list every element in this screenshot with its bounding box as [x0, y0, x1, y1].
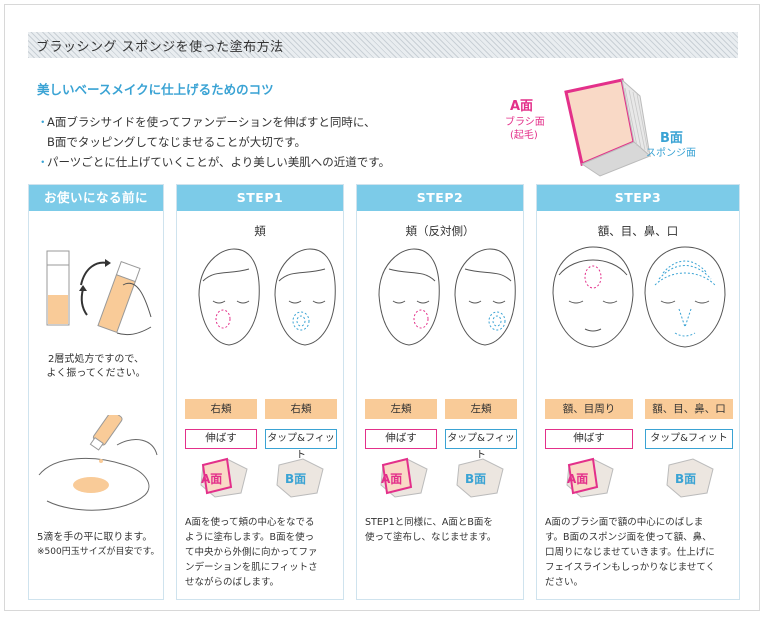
step-description: A面を使って頬の中心をなでる ように塗布します。B面を使っ て中央から外側に向か…: [185, 517, 318, 588]
a-face-sub-label: ブラシ面: [505, 117, 545, 128]
step-area: 額、目、鼻、口: [597, 224, 679, 238]
area-tag: 右頬: [265, 399, 337, 419]
bottle-shake-icon: [46, 250, 152, 336]
hand-drops-icon: [38, 415, 158, 511]
area-tag: 額、目周り: [545, 399, 633, 419]
step3-column: STEP3 額、目、鼻、口 額、目周り 額、目、鼻、口 伸ばす タップ&フィット…: [536, 184, 740, 600]
column-header: STEP2: [357, 185, 523, 211]
step-description: A面のブラシ面で額の中心にのばしま す。B面のスポンジ面を使って額、鼻、 口周り…: [545, 517, 716, 588]
a-face-sub-label: (起毛): [510, 130, 538, 141]
sponge-b-icon: [276, 458, 324, 498]
title-bar: ブラッシング スポンジを使った塗布方法: [28, 32, 738, 58]
bullet-item: ・A面ブラシサイドを使ってファンデーションを伸ばすと同時に、: [37, 112, 457, 132]
step2-column: STEP2 頬（反対側） 左頬 左頬 伸ばす タップ&フィット A面 B面 ST…: [356, 184, 524, 600]
b-face-label: B面: [660, 131, 683, 146]
drops-instruction: 5滴を手の平に取ります。: [37, 532, 153, 543]
column-header: STEP1: [177, 185, 343, 211]
sponge-b-icon: [456, 458, 504, 498]
sponge-a-label: A面: [381, 472, 403, 486]
bullet-item: ・パーツごとに仕上げていくことが、より美しい美肌への近道です。: [37, 152, 457, 172]
area-tag: 左頬: [445, 399, 517, 419]
step-description: STEP1と同様に、A面とB面を 使って塗布し、なじませます。: [365, 517, 497, 543]
step-area: 頬（反対側）: [405, 224, 475, 238]
step-area: 頬: [254, 224, 266, 238]
area-tag: 額、目、鼻、口: [645, 399, 733, 419]
sponge-a-icon: [566, 457, 614, 498]
shake-instruction: 2層式処方ですので、 よく振ってください。: [46, 354, 146, 379]
before-use-column: お使いになる前に 2層式処方ですので、 よく振ってください。 5滴を手の平に取り…: [28, 184, 164, 600]
action-tag-spread: 伸ばす: [365, 429, 437, 449]
area-tag: 右頬: [185, 399, 257, 419]
b-face-sub-label: スポンジ面: [646, 148, 696, 159]
sponge-b-label: B面: [285, 472, 307, 486]
sponge-a-label: A面: [567, 472, 589, 486]
bullet-item: B面でタッピングしてなじませることが大切です。: [47, 135, 307, 149]
action-tag-spread: 伸ばす: [185, 429, 257, 449]
sponge-b-label: B面: [465, 472, 487, 486]
area-tag: 左頬: [365, 399, 437, 419]
face-left-cheek-icon: [378, 248, 516, 346]
bullet-dot-icon: ・: [37, 155, 49, 169]
action-tag-tap-fit: タップ&フィット: [265, 429, 337, 461]
intro-heading: 美しいベースメイクに仕上げるためのコツ: [37, 82, 274, 97]
column-header: STEP3: [537, 185, 739, 211]
bullet-dot-icon: ・: [37, 115, 49, 129]
sponge-diagram-icon: [564, 78, 651, 177]
sponge-b-label: B面: [675, 472, 697, 486]
sponge-a-icon: [380, 457, 428, 498]
intro-bullets: ・A面ブラシサイドを使ってファンデーションを伸ばすと同時に、 B面でタッピングし…: [37, 112, 457, 172]
step1-column: STEP1 頬 右頬 右頬 伸ばす タップ&フィット A面 B面 A面を使って頬…: [176, 184, 344, 600]
column-header: お使いになる前に: [29, 185, 163, 211]
sponge-a-icon: [200, 457, 248, 498]
action-tag-tap-fit: タップ&フィット: [645, 429, 733, 449]
action-tag-spread: 伸ばす: [545, 429, 633, 449]
sponge-a-label: A面: [201, 472, 223, 486]
face-forehead-icon: [552, 246, 726, 348]
action-tag-tap-fit: タップ&フィット: [445, 429, 517, 461]
sponge-b-icon: [666, 458, 714, 498]
drops-note: ※500円玉サイズが目安です。: [37, 547, 160, 557]
page-title: ブラッシング スポンジを使った塗布方法: [36, 40, 284, 55]
a-face-label: A面: [510, 99, 534, 114]
face-right-cheek-icon: [198, 248, 336, 346]
